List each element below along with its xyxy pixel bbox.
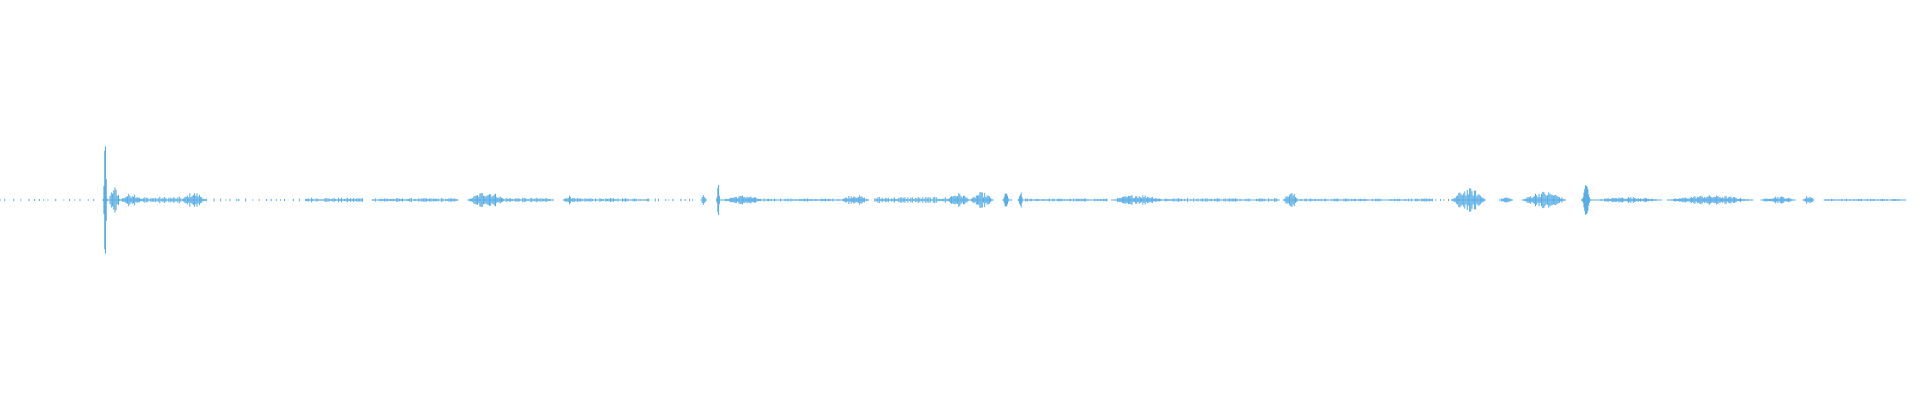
waveform-segment-15 xyxy=(648,198,694,202)
waveform-segment-39 xyxy=(1802,196,1815,204)
waveform-segment-34 xyxy=(1521,191,1567,209)
waveform-segment-1 xyxy=(33,198,95,202)
waveform-segment-25 xyxy=(1017,192,1026,208)
waveform-segment-0 xyxy=(0,198,30,202)
waveform-segment-11 xyxy=(467,193,507,207)
waveform-segment-36 xyxy=(1594,197,1662,203)
waveform-segment-26 xyxy=(1025,198,1108,202)
waveform-segment-18 xyxy=(721,195,765,205)
waveform-segment-8 xyxy=(238,198,300,202)
waveform-segment-9 xyxy=(305,197,364,203)
waveform-segment-13 xyxy=(562,195,573,205)
waveform-segment-29 xyxy=(1283,192,1299,208)
waveform-segment-22 xyxy=(945,193,971,207)
waveform-segment-14 xyxy=(572,198,650,202)
waveform-segment-30 xyxy=(1298,198,1433,202)
waveform-segment-3 xyxy=(108,187,121,213)
waveform-segment-20 xyxy=(839,195,870,205)
waveform-segment-31 xyxy=(1432,198,1460,202)
waveform-segment-32 xyxy=(1451,188,1486,212)
waveform-segment-40 xyxy=(1823,198,1907,202)
waveform-segment-16 xyxy=(700,195,707,205)
waveform-segment-17 xyxy=(715,184,723,216)
waveform-segment-28 xyxy=(1164,198,1280,202)
waveform-segment-6 xyxy=(180,193,207,207)
waveform-segment-5 xyxy=(142,196,182,204)
waveform-segment-2 xyxy=(102,146,110,254)
waveform-segment-23 xyxy=(969,192,994,208)
waveform-segment-33 xyxy=(1498,197,1514,203)
waveform-segment-35 xyxy=(1581,185,1595,215)
waveform-segment-37 xyxy=(1666,195,1754,205)
waveform-segment-27 xyxy=(1111,195,1166,205)
waveform-segment-4 xyxy=(119,193,144,207)
waveform-segment-12 xyxy=(505,197,554,203)
waveform-segment-19 xyxy=(763,198,841,202)
waveform-segment-38 xyxy=(1760,196,1796,204)
waveform-segment-7 xyxy=(205,198,238,202)
waveform-segment-10 xyxy=(371,198,459,202)
waveform-segment-24 xyxy=(1002,193,1013,207)
waveform-segment-21 xyxy=(874,196,946,204)
